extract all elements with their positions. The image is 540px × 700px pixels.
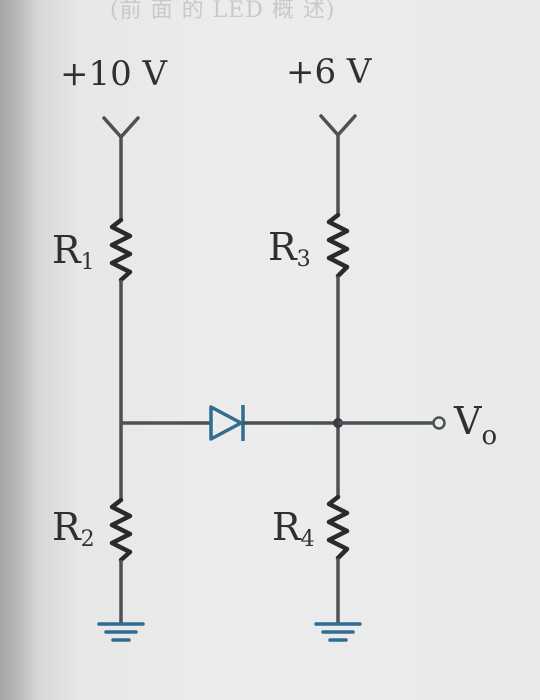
resistor-label-r4: R4 — [272, 508, 315, 551]
left-supply-terminal — [102, 116, 140, 139]
ground-right-icon — [314, 622, 362, 642]
resistor-r2-zigzag — [109, 497, 133, 563]
ground-left-icon — [97, 622, 145, 642]
output-letter: V — [454, 399, 482, 443]
resistor-label-r1: R1 — [52, 231, 95, 274]
r3-letter: R — [268, 225, 297, 269]
r3-index: 3 — [296, 247, 311, 272]
r1-letter: R — [52, 228, 81, 272]
diode-icon — [209, 405, 245, 441]
resistor-r4-zigzag — [326, 494, 350, 561]
r1-index: 1 — [80, 250, 95, 275]
resistor-r3-zigzag — [326, 212, 350, 279]
resistor-label-r3: R3 — [268, 228, 311, 271]
r2-index: 2 — [80, 527, 95, 552]
resistor-label-r2: R2 — [52, 508, 95, 551]
output-terminal — [432, 416, 446, 430]
right-supply-terminal — [319, 114, 357, 137]
supply-label-left: +10 V — [60, 54, 168, 94]
r4-letter: R — [272, 505, 301, 549]
output-sub: o — [481, 421, 498, 451]
r2-letter: R — [52, 505, 81, 549]
output-label: Vo — [454, 402, 497, 449]
r4-index: 4 — [300, 527, 315, 552]
resistor-r1-zigzag — [109, 217, 133, 283]
header-fragment: (前 面 的 LED 概 述) — [110, 0, 336, 23]
supply-label-right: +6 V — [286, 52, 372, 92]
